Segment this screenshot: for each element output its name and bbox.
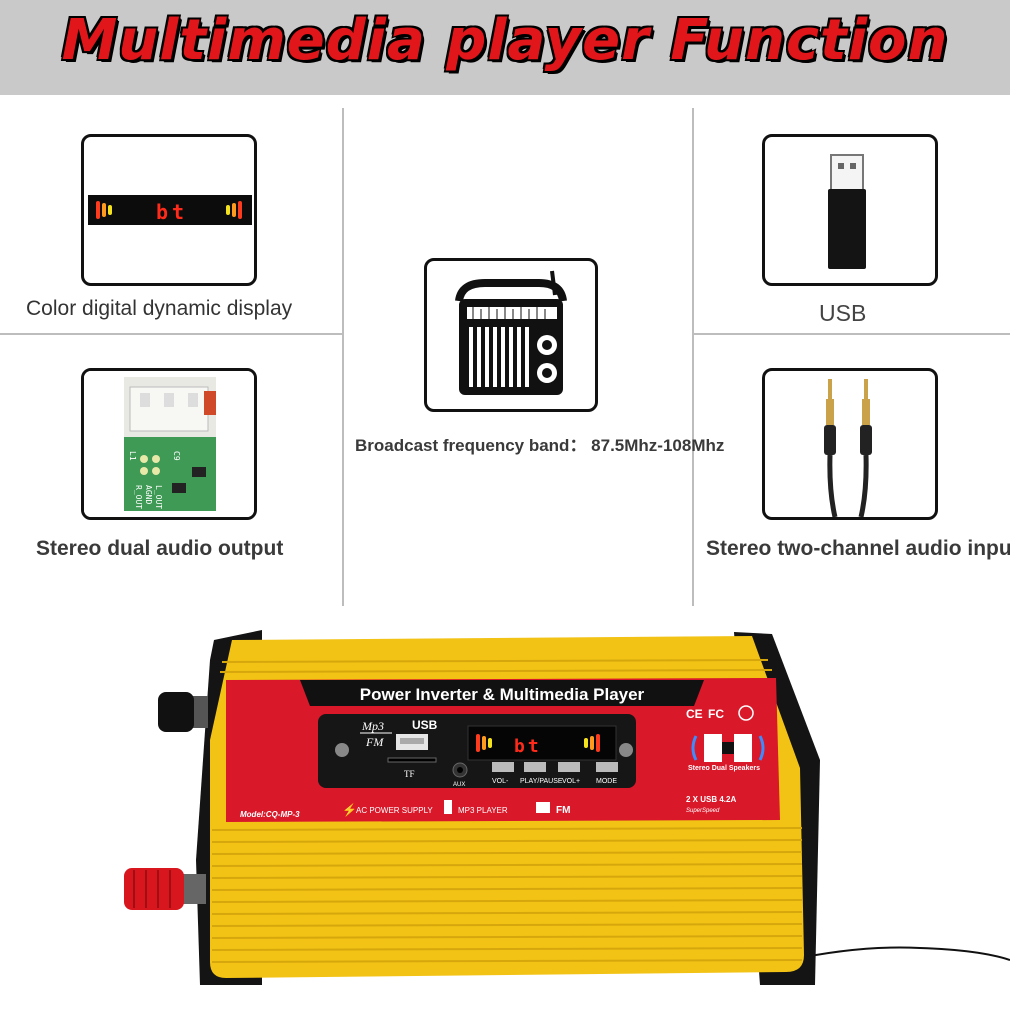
fc-mark: FC [708, 707, 724, 721]
pcb-label-rout: R_OUT [134, 485, 143, 509]
usb-drive-icon [828, 154, 866, 269]
rohs-mark-icon [738, 705, 754, 721]
vol-up-label: VOL+ [562, 778, 580, 785]
usb-spec-sub-label: SuperSpeed [686, 808, 720, 814]
fm-radio-icon [536, 802, 550, 813]
divider-left-horizontal [0, 333, 342, 335]
input-feature-card [762, 368, 938, 520]
pcb-label-agnd: AGND [144, 485, 153, 504]
usb-feature-label: USB [819, 300, 867, 326]
vol-down-label: VOL- [492, 778, 509, 785]
mode-button[interactable] [596, 762, 618, 772]
device-screen-text: bt [514, 736, 542, 757]
title-banner: Multimedia player Function [0, 0, 1010, 95]
mp3-player-icon [444, 800, 452, 814]
radio-feature-card [424, 258, 598, 412]
audio-cable-icon [824, 379, 872, 517]
banner-title: Multimedia player Function [61, 8, 949, 73]
pcb-label-l1: L1 [128, 451, 137, 461]
speaker-label: Stereo Dual Speakers [688, 765, 760, 772]
radio-feature-label: Broadcast frequency band： 87.5Mhz-108Mhz [355, 436, 725, 455]
pcb-connector-image: R_OUT AGND L_OUT L1 C9 [84, 371, 254, 517]
mp3-player-label: MP3 PLAYER [458, 806, 508, 815]
display-feature-card: bt [81, 134, 257, 286]
device-title: Power Inverter & Multimedia Player [360, 685, 645, 704]
ce-mark: CE [686, 707, 703, 721]
pcb-label-lout: L_OUT [154, 485, 163, 509]
vol-up-button[interactable] [558, 762, 580, 772]
divider-right-horizontal [694, 333, 1010, 335]
play-pause-label: PLAY/PAUSE [520, 778, 563, 785]
usb-port-label: USB [412, 718, 438, 732]
pcb-label-c9: C9 [172, 451, 181, 461]
ac-power-label: AC POWER SUPPLY [356, 806, 433, 815]
divider-left [342, 108, 344, 606]
play-pause-button[interactable] [524, 762, 546, 772]
power-inverter-device: Power Inverter & Multimedia Player Mp3 F… [124, 630, 1010, 985]
output-feature-label: Stereo dual audio output [36, 537, 284, 560]
model-label: Model:CQ-MP-3 [240, 810, 300, 819]
fm-logo-text: FM [365, 735, 384, 749]
radio-icon [455, 270, 567, 395]
mode-label: MODE [596, 778, 617, 785]
led-display-image: bt [88, 195, 252, 225]
fm-label: FM [556, 805, 570, 816]
display-feature-label: Color digital dynamic display [26, 297, 293, 320]
aux-label: AUX [453, 782, 465, 788]
ac-power-icon: ⚡ [342, 803, 357, 817]
usb-spec-label: 2 X USB 4.2A [686, 795, 736, 804]
display-screen-text: bt [156, 200, 188, 224]
input-feature-label: Stereo two-channel audio input [706, 537, 1010, 560]
divider-right [692, 108, 694, 606]
tf-slot-label: TF [404, 769, 415, 779]
usb-feature-card [762, 134, 938, 286]
vol-down-button[interactable] [492, 762, 514, 772]
output-feature-card: R_OUT AGND L_OUT L1 C9 [81, 368, 257, 520]
mp3-logo-text: Mp3 [361, 719, 384, 733]
black-terminal-knob[interactable] [158, 692, 194, 732]
